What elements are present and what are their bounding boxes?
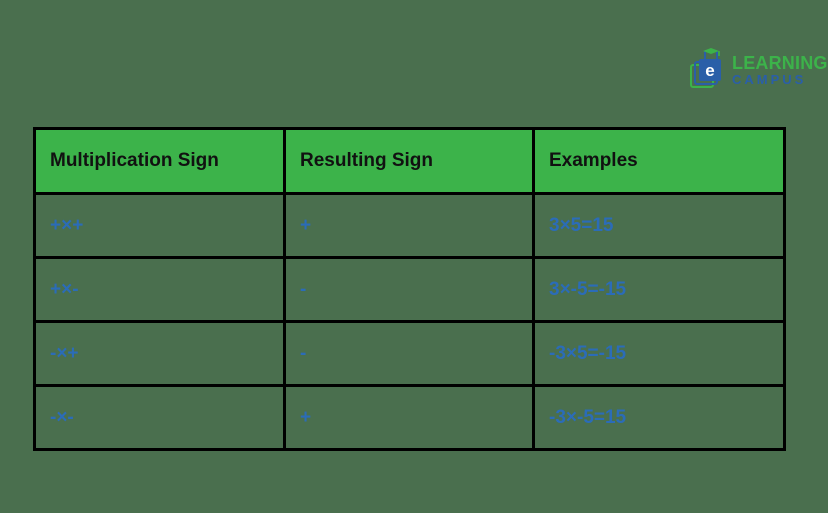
cell-multiplication-sign: +×- [33,256,286,323]
column-header-resulting-sign: Resulting Sign [283,127,535,195]
table-header-row: Multiplication Sign Resulting Sign Examp… [33,127,786,195]
column-header-examples: Examples [532,127,786,195]
column-header-multiplication-sign: Multiplication Sign [33,127,286,195]
cell-example: 3×5=15 [532,192,786,259]
table-row: +×+ + 3×5=15 [33,192,786,259]
cell-multiplication-sign: +×+ [33,192,286,259]
logo-primary-text: LEARNING [732,53,828,73]
svg-text:e: e [705,61,714,80]
table-row: -×+ - -3×5=-15 [33,320,786,387]
cell-example: -3×-5=15 [532,384,786,451]
elearning-campus-logo: e LEARNING CAMPUS [690,46,827,94]
elearning-campus-logo-mark: e [690,48,730,92]
cell-example: -3×5=-15 [532,320,786,387]
table-header: Multiplication Sign Resulting Sign Examp… [33,127,786,195]
elearning-campus-wordmark: LEARNING CAMPUS [732,54,828,86]
cell-multiplication-sign: -×- [33,384,286,451]
table-row: +×- - 3×-5=-15 [33,256,786,323]
cell-resulting-sign: + [283,192,535,259]
cell-resulting-sign: - [283,320,535,387]
cell-resulting-sign: - [283,256,535,323]
cell-resulting-sign: + [283,384,535,451]
table-body: +×+ + 3×5=15 +×- - 3×-5=-15 -×+ - -3×5=-… [33,192,786,451]
multiplication-sign-rules-table: Multiplication Sign Resulting Sign Examp… [33,127,786,451]
cell-multiplication-sign: -×+ [33,320,286,387]
table-row: -×- + -3×-5=15 [33,384,786,451]
cell-example: 3×-5=-15 [532,256,786,323]
logo-secondary-text: CAMPUS [732,72,807,87]
